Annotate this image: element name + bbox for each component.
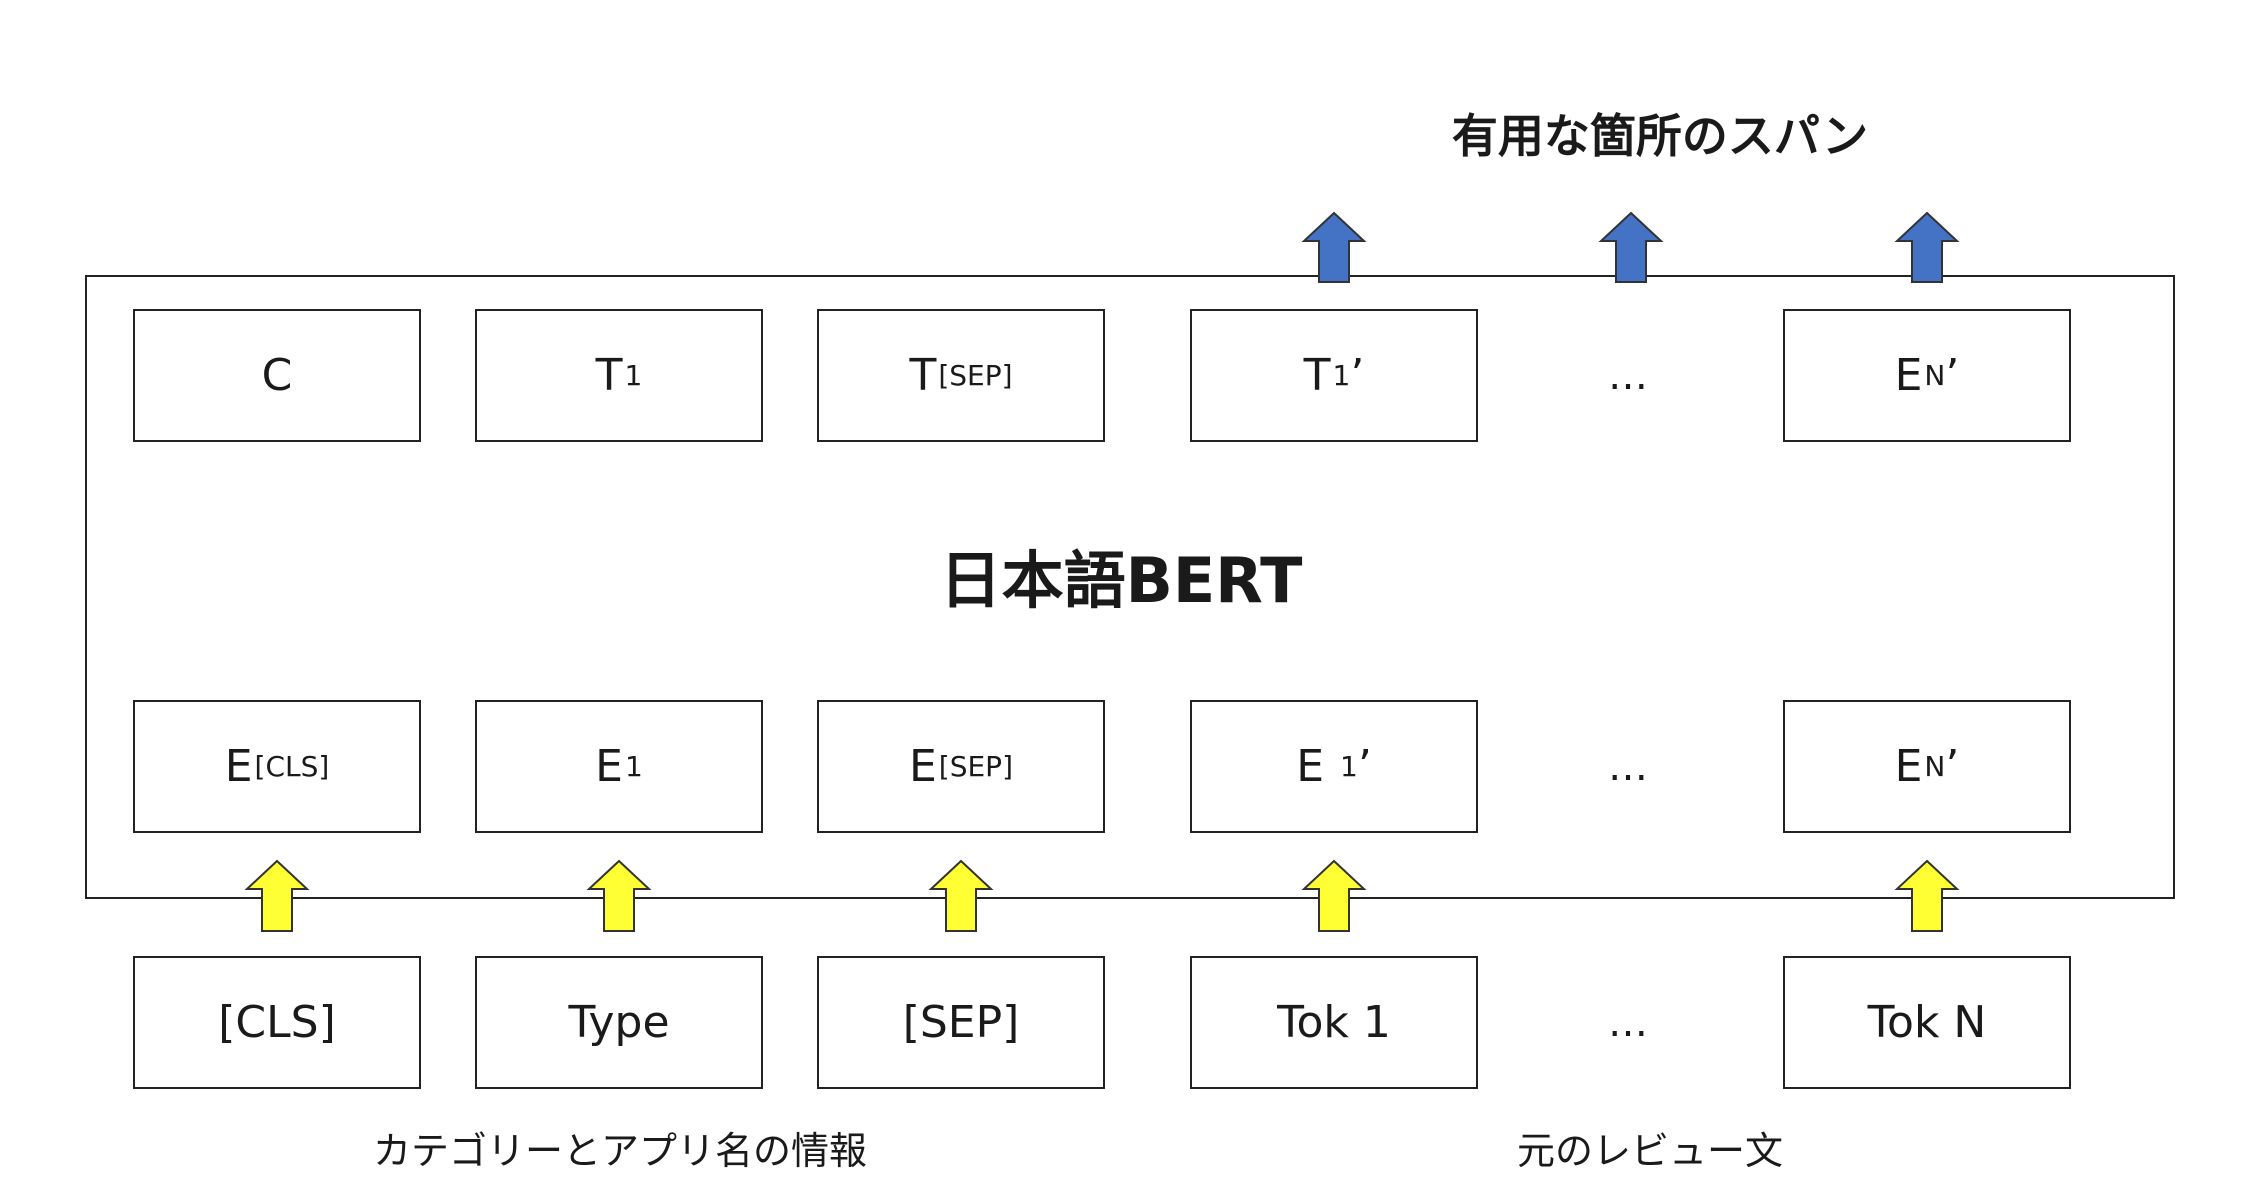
emb-e1-main: E [595, 741, 623, 792]
output-en-sub: N [1924, 359, 1946, 392]
input-sep-label: [SEP] [902, 997, 1020, 1048]
output-t1-main: T [595, 350, 623, 401]
input-box-tok1: Tok 1 [1190, 956, 1478, 1089]
output-c-label: C [261, 350, 293, 401]
output-t1-sub: 1 [624, 359, 643, 392]
embedding-box-sep: E[SEP] [817, 700, 1105, 833]
caption-original-review: 元のレビュー文 [1516, 1129, 1783, 1173]
input-box-cls: [CLS] [133, 956, 421, 1089]
output-ellipsis: … [1608, 352, 1650, 399]
emb-cls-sub: [CLS] [254, 750, 330, 783]
bert-model-frame [85, 275, 2175, 899]
output-en-prime: ’ [1945, 350, 1960, 401]
output-en-main: E [1894, 350, 1923, 401]
input-cls-label: [CLS] [218, 997, 336, 1048]
input-box-type: Type [475, 956, 763, 1089]
input-type-label: Type [568, 997, 670, 1048]
emb-en-main: E [1894, 741, 1923, 792]
caption-category-app-info: カテゴリーとアプリ名の情報 [372, 1129, 867, 1173]
output-t1p-main: T [1303, 350, 1331, 401]
input-box-tokn: Tok N [1783, 956, 2071, 1089]
emb-cls-main: E [224, 741, 253, 792]
output-box-tsep: T[SEP] [817, 309, 1105, 442]
bert-title: 日本語BERT [939, 544, 1303, 617]
input-tokn-label: Tok N [1867, 997, 1987, 1048]
output-t1p-sub: 1 [1332, 359, 1351, 392]
output-t1p-prime: ’ [1350, 350, 1365, 401]
output-arrow-up-1 [1301, 211, 1367, 283]
input-tok1-label: Tok 1 [1277, 997, 1391, 1048]
emb-sep-sub: [SEP] [938, 750, 1013, 783]
output-box-c: C [133, 309, 421, 442]
emb-en-prime: ’ [1945, 741, 1960, 792]
emb-e1p-main: E [1296, 741, 1338, 792]
output-arrow-up-3 [1894, 211, 1960, 283]
output-tsep-sub: [SEP] [938, 359, 1013, 392]
output-arrow-up-2 [1598, 211, 1664, 283]
embedding-ellipsis: … [1608, 743, 1650, 790]
emb-en-sub: N [1924, 750, 1946, 783]
input-box-sep: [SEP] [817, 956, 1105, 1089]
emb-e1p-prime: ’ [1357, 741, 1372, 792]
output-span-label: 有用な箇所のスパン [1451, 109, 1869, 163]
emb-e1-sub: 1 [624, 750, 643, 783]
input-ellipsis: … [1608, 999, 1650, 1046]
emb-e1p-sub: 1 [1339, 750, 1358, 783]
output-tsep-main: T [909, 350, 937, 401]
embedding-box-cls: E[CLS] [133, 700, 421, 833]
embedding-box-e1-prime: E 1’ [1190, 700, 1478, 833]
emb-sep-main: E [908, 741, 937, 792]
